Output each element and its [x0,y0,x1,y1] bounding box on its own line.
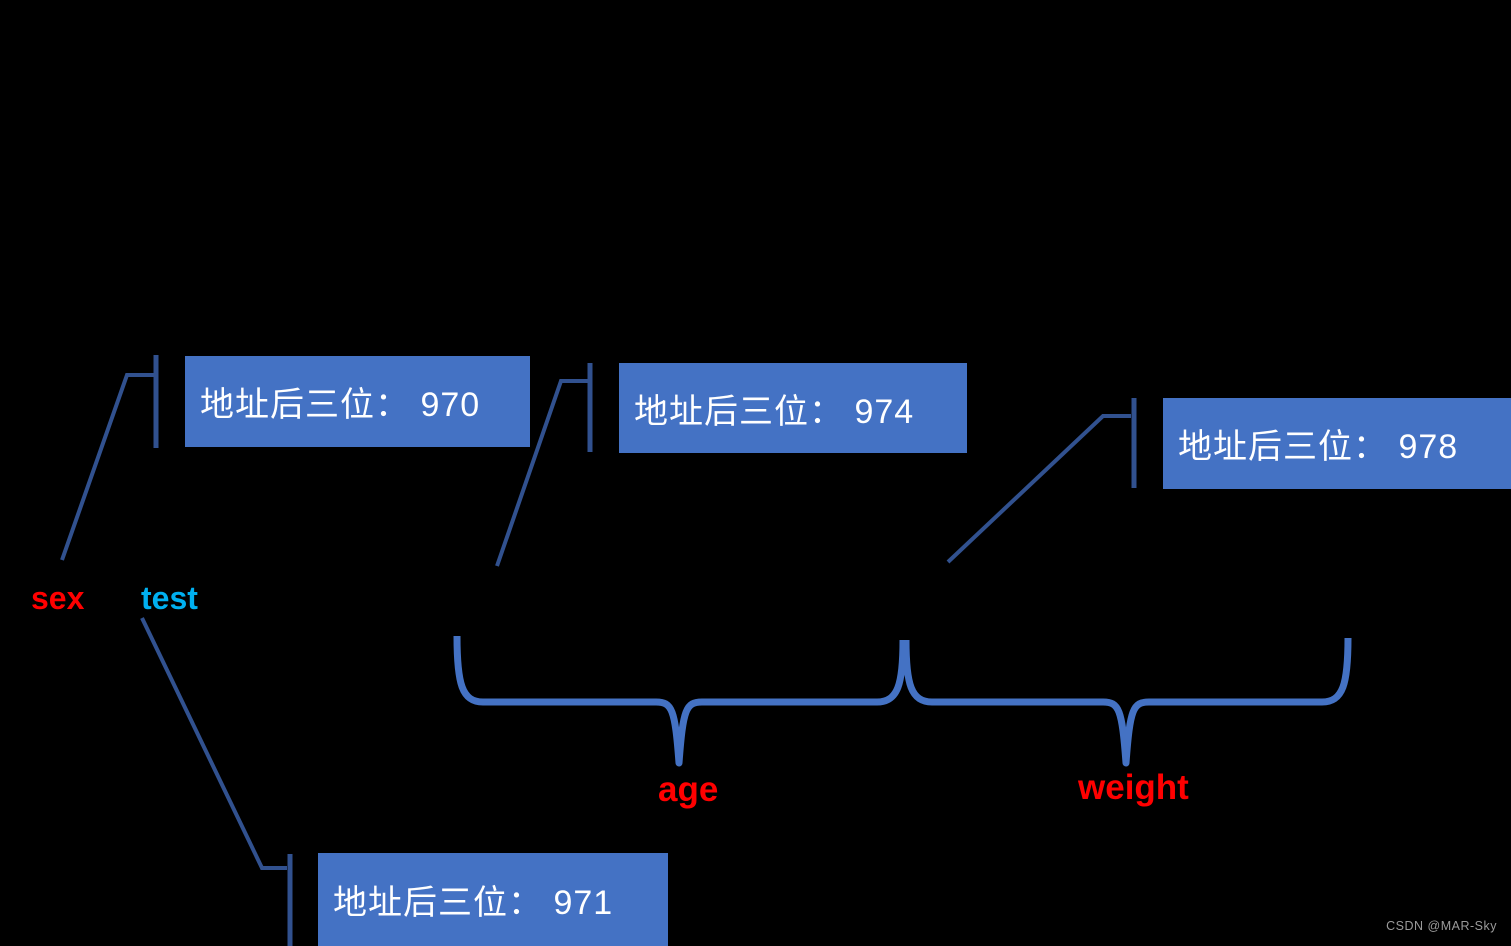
member-label-age: age [658,770,719,809]
connector-to-box-978 [946,414,1131,564]
address-box-971: 地址后三位： 971 [318,853,668,946]
address-box-978-label: 地址后三位： 978 [1178,428,1459,466]
watermark: CSDN @MAR-Sky [1386,919,1497,933]
address-box-978: 地址后三位： 978 [1163,398,1511,489]
address-box-970: 地址后三位： 970 [185,356,530,447]
address-box-974: 地址后三位： 974 [619,363,967,453]
address-box-974-label: 地址后三位： 974 [634,392,915,431]
member-label-sex: sex [31,580,85,616]
connector-test-to-box-971 [140,617,287,870]
weight-brace [902,637,1352,767]
connector-sex-to-box-970 [60,373,154,561]
connector-to-box-974 [495,379,588,567]
age-brace [453,635,907,767]
address-box-971-label: 地址后三位： 971 [333,884,614,922]
address-box-970-label: 地址后三位： 970 [200,386,481,424]
member-label-test: test [141,580,198,616]
member-label-weight: weight [1078,768,1189,807]
